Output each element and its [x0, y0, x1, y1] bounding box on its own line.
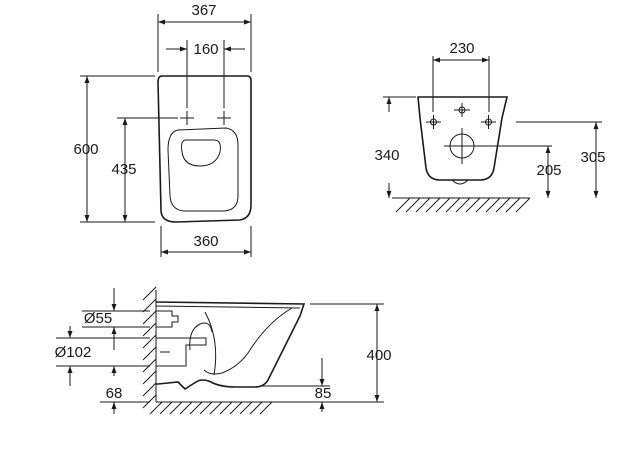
dim-rear-fixing-height: 305 [580, 149, 605, 166]
dim-top-overall-width: 367 [191, 2, 216, 19]
dim-side-base-gap: 85 [315, 385, 332, 402]
dim-top-seat-width: 360 [193, 233, 218, 250]
dim-rear-height: 340 [374, 147, 399, 164]
dim-side-outlet-to-floor: 68 [106, 385, 123, 402]
dim-top-length: 600 [73, 141, 98, 158]
dim-side-outlet-diameter: Ø102 [55, 344, 92, 361]
dim-side-inlet-diameter: Ø55 [84, 310, 112, 327]
side-view-wall-hatch [142, 286, 157, 409]
rear-view-bowl-outline [417, 96, 509, 181]
side-view-outlet-pipe [156, 337, 207, 367]
top-view-bowl-outline [157, 75, 252, 223]
top-view-fixing-left [180, 111, 194, 125]
side-view-inner-bowl [203, 307, 293, 375]
top-view-inner-bowl [167, 127, 239, 212]
side-view-bowl-outline [155, 301, 306, 391]
rear-view-fixing-left [426, 115, 441, 129]
top-view-fixing-right [217, 111, 231, 125]
rear-view-fixing-center [454, 103, 470, 117]
top-view: 367 160 600 435 360 [73, 2, 252, 257]
rear-view-fixing-right [481, 115, 496, 129]
dim-rear-fixing-spacing: 230 [449, 40, 474, 57]
dim-top-fixing-spacing: 160 [193, 41, 218, 58]
rear-view-floor-hatch [395, 197, 531, 213]
side-view-floor-hatch [149, 401, 273, 415]
dim-rear-outlet-height: 205 [536, 162, 561, 179]
top-view-flush-hole [181, 139, 221, 167]
dim-side-rim-height: 400 [366, 347, 391, 364]
side-view: Ø55 Ø102 68 400 85 [55, 286, 392, 415]
side-view-inlet-pipe [156, 310, 179, 328]
side-view-trap [189, 322, 213, 351]
rear-view: 230 340 205 305 [374, 40, 606, 213]
dim-top-fixing-to-back: 435 [111, 161, 136, 178]
